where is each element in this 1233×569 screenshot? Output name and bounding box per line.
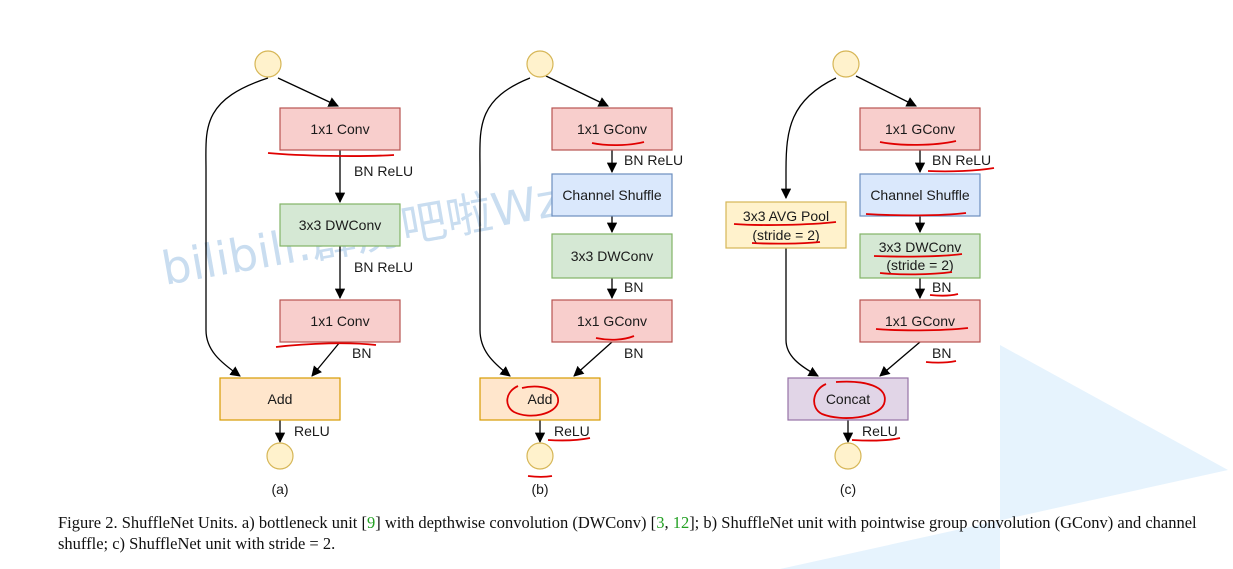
- input-node-a: [254, 50, 282, 78]
- panel-b: 1x1 GConv BN ReLU Channel Shuffle 3x3 DW…: [479, 50, 683, 497]
- edge-a-conv2-add: [311, 341, 341, 377]
- gconv2-box-c: [859, 299, 981, 343]
- gconv1-label-c: 1x1 GConv: [885, 121, 955, 137]
- annotation-underline-relu-c: [851, 437, 901, 442]
- citation-link-3[interactable]: 3: [656, 513, 665, 532]
- pool-label-line1-c: 3x3 AVG Pool: [743, 208, 829, 224]
- bn-relu-label-b: BN ReLU: [624, 152, 683, 168]
- annotation-underline-label-b: [527, 475, 553, 478]
- dwconv-box-a: [279, 203, 401, 247]
- add-label-b: Add: [528, 391, 553, 407]
- annotation-underline-bn1-c: [929, 293, 959, 297]
- annotation-underline-shuffle-c: [865, 212, 967, 217]
- conv1-label-a: 1x1 Conv: [310, 121, 369, 137]
- shuffle-label-c: Channel Shuffle: [870, 187, 970, 203]
- annotation-underline-conv2-a: [275, 342, 377, 348]
- bn-relu-1-label-a: BN ReLU: [354, 163, 413, 179]
- panel-label-b: (b): [531, 481, 548, 497]
- annotation-underline-dwconv-line2-c: [879, 271, 953, 276]
- annotation-underline-dwconv-line1-c: [873, 253, 963, 258]
- caption-text-1: Figure 2. ShuffleNet Units. a) bottlenec…: [58, 513, 368, 532]
- pool-label-line2-c: (stride = 2): [752, 227, 819, 243]
- output-node-c: [834, 442, 862, 470]
- add-label-a: Add: [268, 391, 293, 407]
- bn-1-label-c: BN: [932, 279, 951, 295]
- annotation-underline-gconv2-c: [875, 327, 969, 332]
- edge-a-skip: [205, 77, 269, 377]
- panel-label-a: (a): [271, 481, 288, 497]
- shuffle-box-b: [551, 173, 673, 217]
- gconv2-label-c: 1x1 GConv: [885, 313, 955, 329]
- dwconv-label-line1-c: 3x3 DWConv: [879, 239, 961, 255]
- annotation-underline-gconv1-c: [879, 140, 957, 146]
- output-node-a: [266, 442, 294, 470]
- edge-b-gconv2-add: [573, 341, 613, 377]
- conv2-label-a: 1x1 Conv: [310, 313, 369, 329]
- edge-c-input-gconv1: [855, 75, 917, 107]
- shuffle-label-b: Channel Shuffle: [562, 187, 662, 203]
- dwconv-label-a: 3x3 DWConv: [299, 217, 381, 233]
- caption-text-2: ] with depthwise convolution (DWConv) [: [375, 513, 657, 532]
- annotation-underline-bn2-c: [925, 360, 957, 364]
- edge-c-pool-concat: [785, 248, 819, 377]
- relu-label-c: ReLU: [862, 423, 898, 439]
- edge-c-gconv2-concat: [879, 341, 921, 377]
- conv1-box-a: [279, 107, 401, 151]
- edge-b-skip: [479, 77, 531, 377]
- gconv2-label-b: 1x1 GConv: [577, 313, 647, 329]
- gconv1-box-c: [859, 107, 981, 151]
- gconv1-box-b: [551, 107, 673, 151]
- gconv2-box-b: [551, 299, 673, 343]
- relu-label-a: ReLU: [294, 423, 330, 439]
- annotation-circle-concat-c: [813, 380, 886, 419]
- add-box-a: [219, 377, 341, 421]
- bn-2-label-b: BN: [624, 345, 643, 361]
- annotation-underline-pool-line2-c: [751, 241, 821, 245]
- dwconv-label-line2-c: (stride = 2): [886, 257, 953, 273]
- relu-label-b: ReLU: [554, 423, 590, 439]
- input-node-c: [832, 50, 860, 78]
- bn-1-label-b: BN: [624, 279, 643, 295]
- panel-c: 1x1 GConv BN ReLU Channel Shuffle 3x3 AV…: [725, 50, 995, 497]
- input-node-b: [526, 50, 554, 78]
- caption-text-3: ]; b) ShuffleNet unit with pointwise gro…: [58, 513, 1197, 553]
- bn-label-a: BN: [352, 345, 371, 361]
- concat-box-c: [787, 377, 909, 421]
- annotation-underline-gconv2-b: [595, 335, 635, 341]
- background-triangle-decoration: [780, 345, 1228, 569]
- bn-relu-label-c: BN ReLU: [932, 152, 991, 168]
- add-box-b: [479, 377, 601, 421]
- citation-link-12[interactable]: 12: [672, 513, 690, 532]
- bn-2-label-c: BN: [932, 345, 951, 361]
- panel-label-c: (c): [840, 481, 856, 497]
- output-node-b: [526, 442, 554, 470]
- edge-c-pool-branch: [780, 77, 837, 200]
- conv2-box-a: [279, 299, 401, 343]
- gconv1-label-b: 1x1 GConv: [577, 121, 647, 137]
- edge-a-input-conv1: [277, 77, 339, 107]
- dwconv-label-b: 3x3 DWConv: [571, 248, 653, 264]
- caption-separator: ,: [664, 513, 673, 532]
- concat-label-c: Concat: [826, 391, 870, 407]
- annotation-circle-add-b: [506, 385, 559, 417]
- annotation-underline-gconv1-b: [591, 141, 645, 147]
- dwconv-box-b: [551, 233, 673, 279]
- annotation-underline-pool-line1-c: [733, 221, 837, 226]
- annotation-underline-bnrelu-c: [927, 167, 995, 173]
- figure-caption: Figure 2. ShuffleNet Units. a) bottlenec…: [58, 512, 1198, 554]
- annotation-underline-relu-b: [547, 437, 591, 442]
- bn-relu-2-label-a: BN ReLU: [354, 259, 413, 275]
- annotation-underline-conv1-a: [267, 152, 395, 157]
- edge-b-input-gconv1: [545, 75, 609, 107]
- citation-link-9[interactable]: 9: [367, 513, 376, 532]
- panel-a: 1x1 Conv BN ReLU 3x3 DWConv BN ReLU 1x1 …: [205, 50, 413, 497]
- shuffle-box-c: [859, 173, 981, 217]
